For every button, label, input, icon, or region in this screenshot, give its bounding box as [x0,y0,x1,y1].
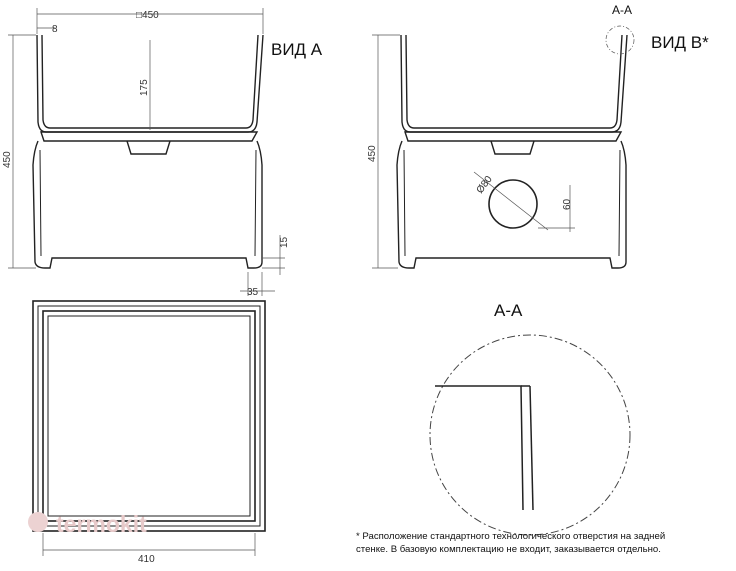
footnote-line-1: * Расположение стандартного технологичес… [356,531,666,542]
watermark-text: termokit [56,511,147,537]
view-a-drawing [32,34,264,269]
tech-hole [488,179,538,229]
dim-height-right: 450 [367,145,378,162]
plan-view-drawing [32,300,266,532]
footnote: * Расположение стандартного технологичес… [356,530,726,556]
dim-foot-height: 15 [279,236,290,248]
footnote-line-2: стенке. В базовую комплектацию не входит… [356,544,661,555]
dim-wall: 8 [52,24,58,35]
view-b-drawing [396,34,628,269]
section-title: А-А [494,301,523,320]
view-b-label: ВИД В* [651,33,709,52]
section-mark: А-А [612,3,632,17]
dim-top-width: □450 [136,10,159,21]
watermark-logo: termokit [28,511,147,537]
dim-height-left: 450 [2,151,13,168]
dim-hole-offset: 60 [562,198,573,210]
view-b-dimensions [372,25,635,269]
dim-bottom-width: 410 [138,554,155,565]
section-detail-drawing [429,334,631,536]
view-a-dimensions [8,8,285,296]
plan-view-dimensions [42,533,256,556]
dim-depth: 175 [139,79,150,96]
dim-foot-width: 35 [247,287,259,298]
view-a-label: ВИД А [271,40,323,59]
